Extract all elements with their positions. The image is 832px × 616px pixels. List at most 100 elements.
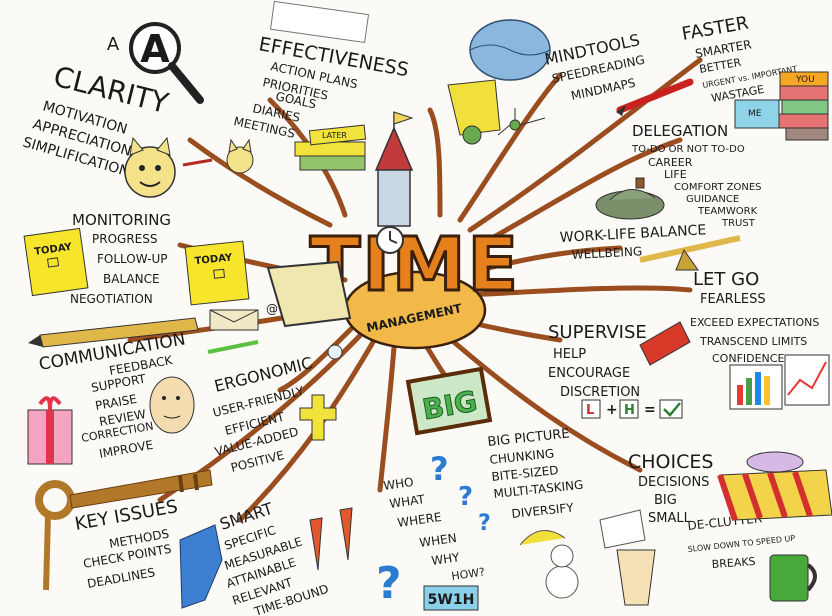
brain-icon <box>469 19 551 81</box>
box-5w1h <box>423 585 479 611</box>
communication-item-6: IMPROVE <box>98 438 154 461</box>
monitoring-branch: MONITORING PROGRESS FOLLOW-UP BALANCE NE… <box>23 211 250 306</box>
sticky-note-label-1: TODAY <box>34 242 74 258</box>
at-icon: @ <box>266 302 278 316</box>
effectiveness-branch: EFFECTIVENESS ACTION PLANS PRIORITIES GO… <box>232 0 410 171</box>
supervise-item-3: DISCRETION <box>560 385 640 400</box>
who-item-6: HOW? <box>451 565 486 583</box>
keyissues-item-3: DEADLINES <box>86 565 156 591</box>
monitor-icon <box>266 260 352 328</box>
letgo-item-1: FEARLESS <box>700 292 766 307</box>
window-icon <box>269 0 370 43</box>
clock-icon <box>376 226 404 254</box>
svg-text:?: ? <box>478 511 491 536</box>
worklife-item-1: WELLBEING <box>571 244 642 262</box>
neuron-icon <box>497 108 546 136</box>
magnifier-letter: A <box>140 27 170 71</box>
mug-icon <box>769 554 817 602</box>
who-item-4: WHEN <box>418 531 457 550</box>
letgo-item-2: EXCEED EXPECTATIONS <box>690 316 819 329</box>
clarity-branch: A A CLARITY MOTIVATION APPRECIATION SIMP… <box>21 22 254 198</box>
delegation-branch: DELEGATION TO-DO OR NOT TO-DO CAREER LIF… <box>595 122 761 229</box>
monitoring-item-3: BALANCE <box>103 272 160 286</box>
pen-icon <box>616 78 694 116</box>
who-item-5: WHY <box>430 550 461 568</box>
snowman-icon <box>519 530 579 599</box>
who-item-3: WHERE <box>396 510 442 530</box>
paper-cup-icon <box>599 509 656 606</box>
smart-branch: SMART SPECIFIC MEASURABLE ATTAINABLE REL… <box>179 499 353 616</box>
svg-text:?: ? <box>458 482 473 512</box>
worklife-title: WORK-LIFE BALANCE <box>559 222 706 246</box>
big-branch: BIG BIG PICTURE CHUNKING BITE-SIZED MULT… <box>405 366 584 599</box>
arrow-icon <box>182 158 213 167</box>
delegation-item-4: COMFORT ZONES <box>674 182 761 193</box>
big-sign-icon: BIG <box>405 366 493 436</box>
svg-text:?: ? <box>376 558 402 609</box>
choices-branch: CHOICES DECISIONS BIG SMALL DE-CLUTTER S… <box>599 451 832 606</box>
cake-icon <box>717 451 832 521</box>
center-node: MANAGEMENT TIME <box>308 111 520 350</box>
monitoring-item-2: FOLLOW-UP <box>97 252 167 266</box>
question-marks-icon: ? ? ? ? <box>376 450 491 609</box>
magnifier-icon: A A <box>107 22 204 104</box>
umbrella-icon <box>519 530 566 546</box>
small-letter: A <box>107 34 120 55</box>
delegation-title: DELEGATION <box>632 122 728 140</box>
chart-icon <box>729 354 830 410</box>
envelope-icon <box>209 309 259 331</box>
cat-icon <box>124 136 176 198</box>
equation-plus: + <box>606 402 618 418</box>
equation-h: H <box>624 403 635 418</box>
supervise-title: SUPERVISE <box>548 322 647 343</box>
book-label-you: YOU <box>795 75 815 85</box>
equation-equals: = <box>644 402 656 418</box>
delegation-item-7: TRUST <box>721 218 756 229</box>
gift-icon <box>27 396 73 465</box>
svg-text:?: ? <box>430 450 449 488</box>
choices-item-1: DECISIONS <box>638 475 709 490</box>
letgo-item-4: CONFIDENCE <box>712 352 784 365</box>
supervise-item-2: ENCOURAGE <box>548 366 630 381</box>
sticky-note-icon: TODAY <box>184 240 250 306</box>
book-icon: ME <box>734 99 780 129</box>
who-item-1: WHO <box>382 475 414 493</box>
letgo-title: LET GO <box>693 269 759 290</box>
check-icon <box>663 402 681 417</box>
who-branch: WHO WHAT WHERE WHEN WHY HOW? ? ? ? ? 5W1… <box>376 450 491 611</box>
letgo-branch: LET GO FEARLESS EXCEED EXPECTATIONS TRAN… <box>639 269 830 410</box>
book-label-me: ME <box>748 109 762 119</box>
yellow-machine-icon <box>447 79 501 145</box>
choices-item-3: SMALL <box>648 511 692 526</box>
book-label: LATER <box>322 131 347 140</box>
big-sign: BIG <box>420 384 480 426</box>
choices-item-2: BIG <box>654 493 677 508</box>
faster-branch: FASTER SMARTER BETTER URGENT vs. IMPORTA… <box>616 13 829 141</box>
letgo-item-3: TRANSCEND LIMITS <box>699 335 807 348</box>
delegation-item-6: TEAMWORK <box>697 206 758 217</box>
seesaw-icon <box>639 235 741 271</box>
supervise-branch: SUPERVISE HELP ENCOURAGE DISCRETION L + … <box>548 322 683 419</box>
face-icon <box>149 376 195 434</box>
communication-branch: @ COMMUNICATION FEEDBACK SUPPORT PRAISE … <box>27 260 352 465</box>
delegation-item-5: GUIDANCE <box>686 194 739 205</box>
big-item-3: BITE-SIZED <box>491 463 559 484</box>
choices-item-5: SLOW DOWN TO SPEED UP <box>687 534 796 554</box>
choices-title: CHOICES <box>628 451 713 473</box>
tie-icon <box>179 524 223 609</box>
delegation-item-2: CAREER <box>648 156 693 169</box>
box-5w1h-label: 5W1H <box>428 592 475 608</box>
hat-icon <box>595 177 665 220</box>
supervise-item-1: HELP <box>553 347 586 362</box>
worklife-branch: WORK-LIFE BALANCE WELLBEING <box>559 222 741 271</box>
dial-icon <box>327 344 343 360</box>
delegation-item-3: LIFE <box>664 168 687 181</box>
book-icon <box>639 321 691 366</box>
who-item-2: WHAT <box>388 492 426 511</box>
equation-l: L <box>586 403 594 418</box>
big-item-5: DIVERSIFY <box>511 500 575 521</box>
delegation-item-1: TO-DO OR NOT TO-DO <box>631 144 745 155</box>
monitoring-title: MONITORING <box>72 211 171 229</box>
